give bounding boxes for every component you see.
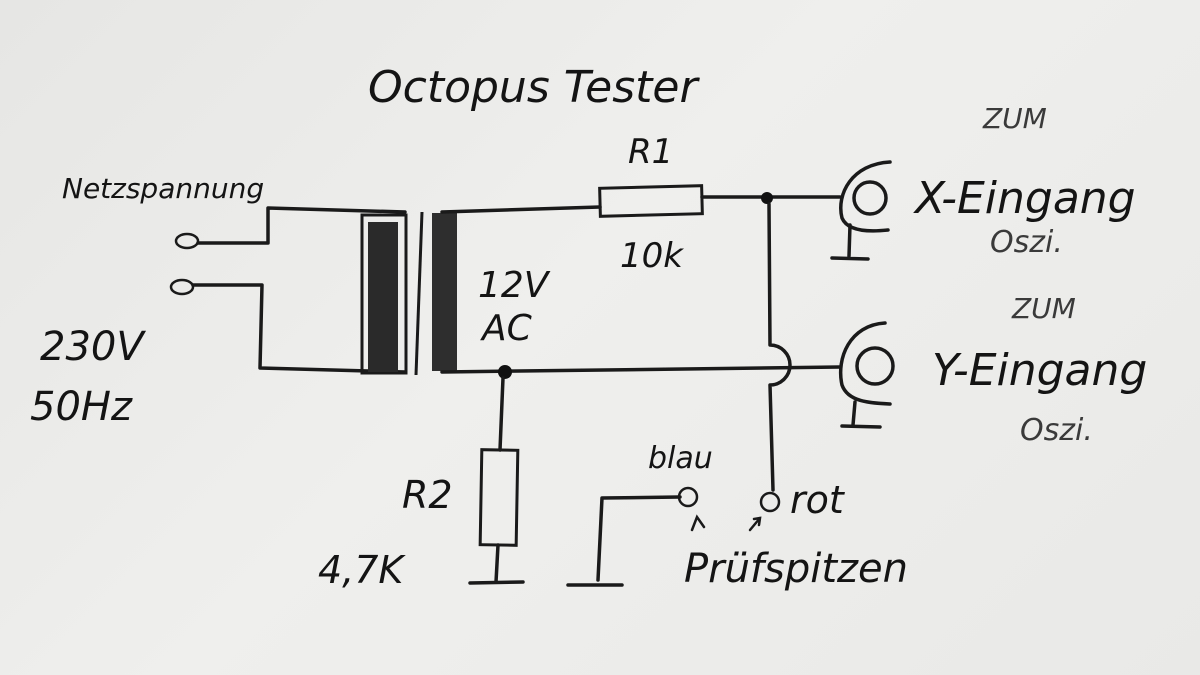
y-output-line2: Y-Eingang xyxy=(932,345,1147,396)
probes-caption: Prüfspitzen xyxy=(684,546,908,592)
diagram-title: Octopus Tester xyxy=(368,62,700,113)
r2-resistor xyxy=(478,448,520,547)
junction-r2 xyxy=(498,365,512,379)
arrow-blue-icon xyxy=(690,514,706,532)
probe-red-terminal xyxy=(759,491,781,513)
junction-x xyxy=(761,192,773,204)
primary-winding-outline xyxy=(360,213,408,375)
r1-value: 10k xyxy=(620,236,684,276)
transformer-symbol xyxy=(360,211,457,376)
mains-voltage: 230V xyxy=(40,324,146,370)
wire-blue-probe xyxy=(596,495,682,582)
primary-winding xyxy=(368,222,398,372)
mains-terminal-bottom xyxy=(169,278,195,296)
x-output-line3: Oszi. xyxy=(990,225,1063,260)
mains-wire-top xyxy=(196,206,407,245)
ground-r2-icon xyxy=(468,580,525,585)
arrow-red-icon xyxy=(748,516,762,532)
probe-blue-label: blau xyxy=(648,441,713,476)
y-output-line3: Oszi. xyxy=(1020,413,1093,448)
mains-label: Netzspannung xyxy=(62,172,264,205)
wire-to-red-probe xyxy=(767,202,792,492)
r2-value: 4,7K xyxy=(318,548,406,592)
wire-to-r1 xyxy=(440,205,602,214)
secondary-type: AC xyxy=(480,308,533,349)
probe-blue-terminal xyxy=(677,486,699,508)
y-input-connector-icon xyxy=(839,321,895,429)
r2-name: R2 xyxy=(402,473,453,517)
wire-r2-ground xyxy=(494,543,500,584)
mains-wire-bottom xyxy=(191,283,407,374)
mains-terminal-top xyxy=(174,232,200,250)
r1-name: R1 xyxy=(628,132,673,172)
y-output-line1: ZUM xyxy=(1011,292,1076,325)
probe-red-label: rot xyxy=(790,478,846,522)
secondary-winding xyxy=(432,213,457,371)
x-input-connector-icon xyxy=(830,160,892,261)
x-output-line1: ZUM xyxy=(982,102,1047,135)
r1-resistor xyxy=(598,184,704,218)
x-output-line2: X-Eingang xyxy=(913,173,1136,224)
transformer-core xyxy=(414,211,424,376)
secondary-voltage: 12V xyxy=(478,265,551,306)
wire-to-r2 xyxy=(498,376,505,452)
mains-frequency: 50Hz xyxy=(30,384,133,430)
